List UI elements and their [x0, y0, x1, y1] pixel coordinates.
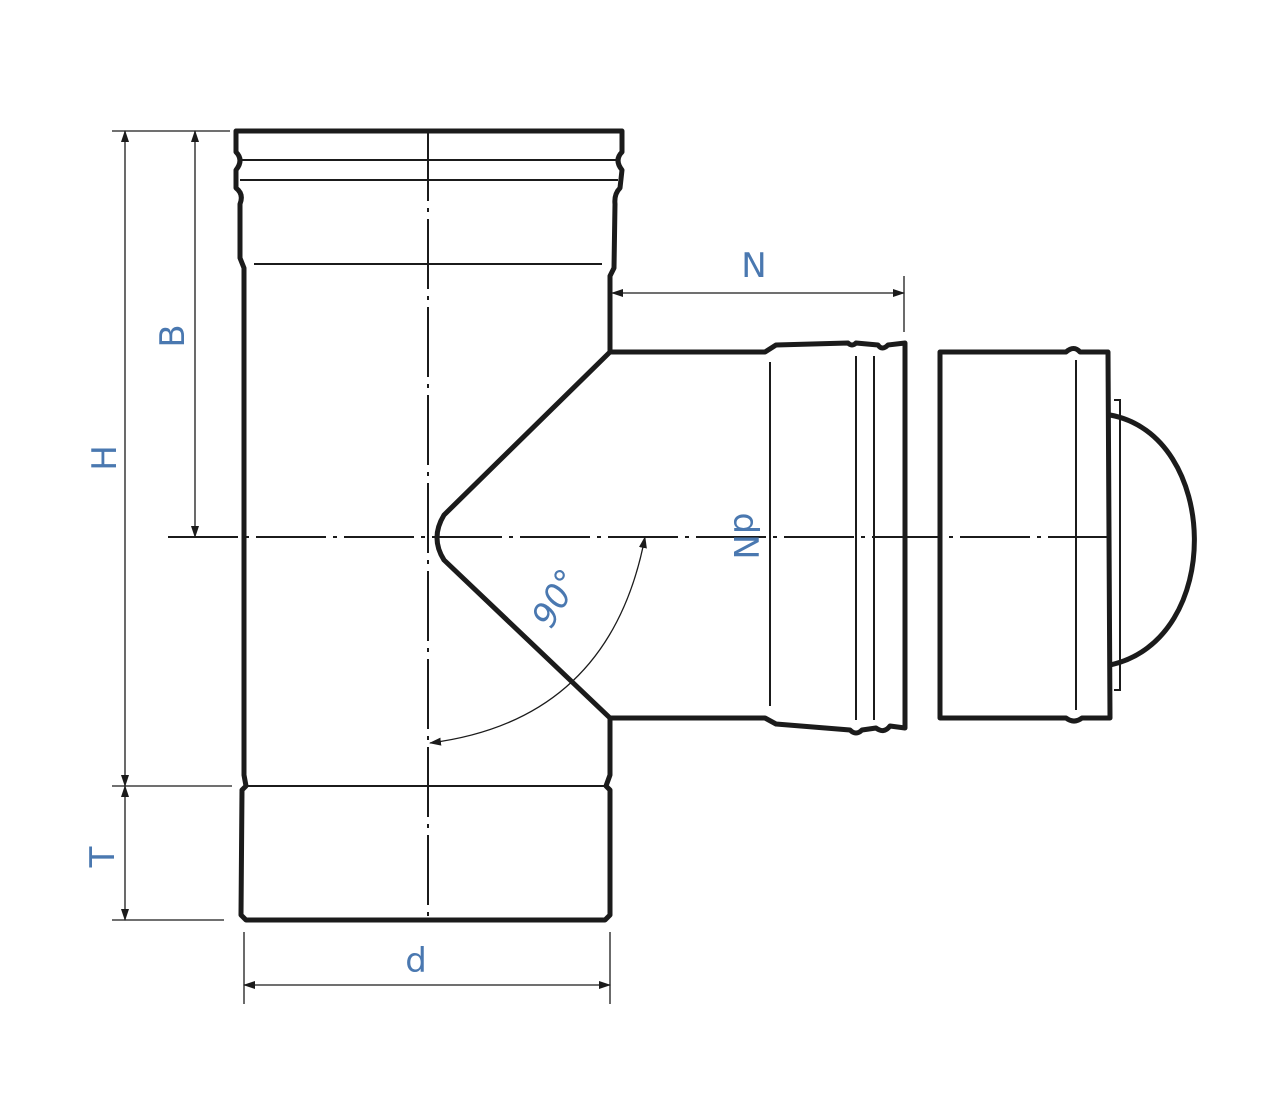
- label-b: B: [153, 324, 193, 347]
- label-n: N: [741, 246, 766, 286]
- label-h: H: [85, 445, 125, 471]
- label-d: d: [405, 941, 427, 981]
- tee-body-outline: [233, 128, 908, 923]
- angle-arc: [429, 536, 647, 746]
- label-t: T: [83, 846, 123, 868]
- label-dn: dN: [725, 512, 765, 559]
- tee-junction-outline: [434, 349, 613, 721]
- cap-dome: [1107, 412, 1197, 668]
- cap-dome-inner: [1114, 399, 1121, 691]
- label-angle: 90°: [524, 562, 589, 634]
- cap-body-outline: [937, 346, 1113, 724]
